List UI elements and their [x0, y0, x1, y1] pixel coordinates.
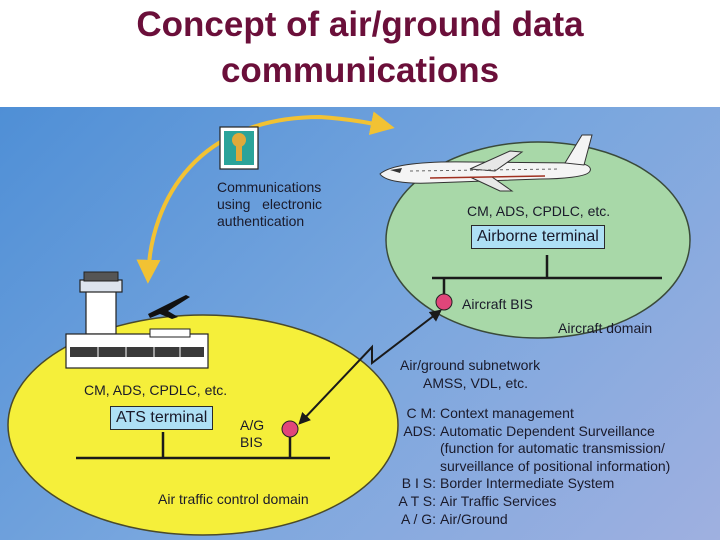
page-title: Concept of air/ground data communication…: [0, 2, 720, 94]
aircraft-domain-label: Aircraft domain: [558, 320, 653, 336]
ag-bis-node: [281, 420, 299, 438]
aircraft-bis-node: [435, 293, 453, 311]
legend-row-ag: A / G:Air/Ground: [400, 510, 508, 527]
diagram-panel: Communications using electronic authenti…: [0, 107, 720, 540]
airborne-terminal-box: Airborne terminal: [471, 225, 605, 249]
air-ground-link: [298, 309, 442, 425]
legend-row-ads-cont-2: surveillance of positional information): [440, 457, 671, 474]
auth-caption-2: using electronic: [217, 196, 323, 212]
key-icon: [219, 126, 259, 170]
authentication-arrow: [136, 111, 395, 284]
aircraft-bis-label: Aircraft BIS: [462, 296, 533, 312]
legend-row-bis: B I S:Border Intermediate System: [401, 475, 615, 492]
legend-row-ads-cont-1: (function for automatic transmission/: [440, 440, 665, 457]
subnetwork-label-2: AMSS, VDL, etc.: [423, 375, 529, 391]
ground-domain-label: Air traffic control domain: [158, 491, 309, 507]
ats-terminal-box: ATS terminal: [110, 406, 214, 430]
auth-caption-1: Communications: [217, 179, 322, 195]
legend-row-cm: C M:Context management: [406, 405, 574, 421]
subnetwork-label-1: Air/ground subnetwork: [400, 357, 541, 373]
aircraft-services-label: CM, ADS, CPDLC, etc.: [467, 203, 611, 219]
legend-row-ads: ADS:Automatic Dependent Surveillance: [403, 422, 655, 439]
auth-caption-3: authentication: [217, 213, 305, 229]
legend-row-ats: A T S:Air Traffic Services: [398, 492, 557, 509]
title-line-1: Concept of air/ground data: [136, 5, 584, 44]
departing-plane-icon: [148, 295, 190, 319]
airplane-icon: [379, 134, 593, 192]
control-tower-icon: [65, 271, 209, 369]
ag-bis-label-2: BIS: [240, 434, 263, 450]
title-line-2: communications: [220, 51, 500, 90]
ground-services-label: CM, ADS, CPDLC, etc.: [84, 382, 228, 398]
abbreviation-legend: C M:Context management ADS:Automatic Dep…: [392, 405, 670, 528]
ag-bis-label-1: A/G: [240, 417, 265, 433]
